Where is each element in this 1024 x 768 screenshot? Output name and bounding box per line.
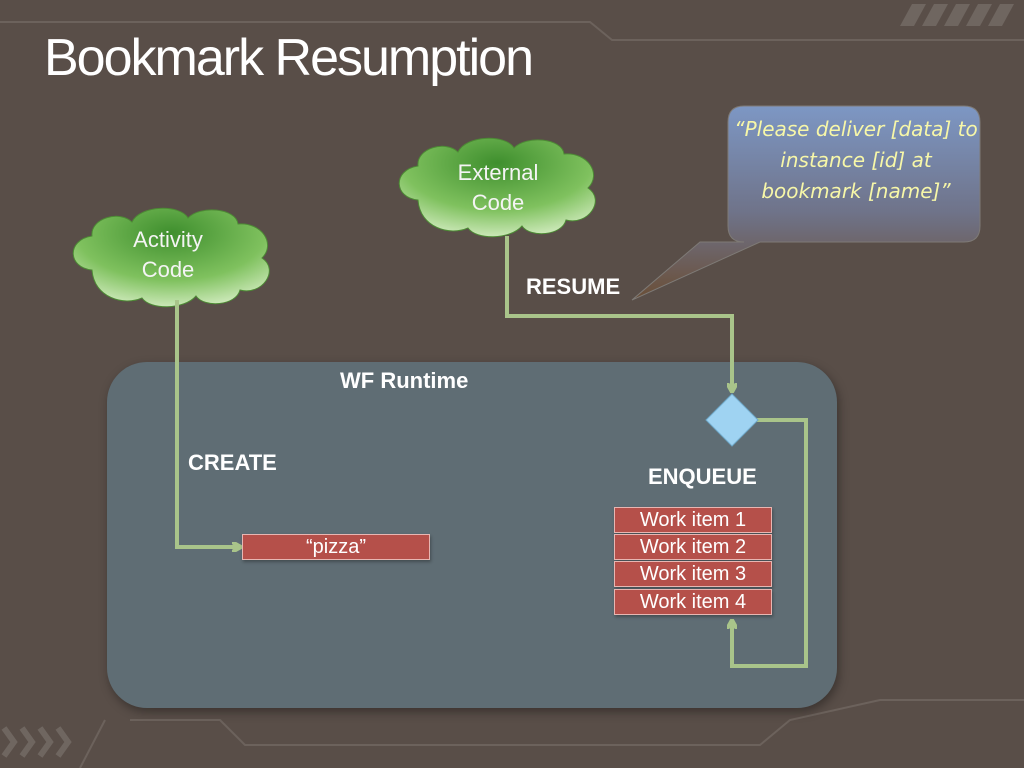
work-item: Work item 3 bbox=[614, 561, 772, 587]
work-item: Work item 4 bbox=[614, 589, 772, 615]
resume-label: RESUME bbox=[526, 274, 621, 299]
enqueue-label: ENQUEUE bbox=[648, 464, 757, 489]
activity-cloud-line1: Activity bbox=[133, 227, 203, 252]
external-cloud-line2: Code bbox=[471, 190, 525, 215]
activity-cloud-icon bbox=[72, 207, 270, 308]
work-item: Work item 1 bbox=[614, 507, 772, 533]
create-arrow bbox=[175, 300, 237, 547]
resume-arrow bbox=[505, 236, 732, 388]
work-item: Work item 2 bbox=[614, 534, 772, 560]
page-title: Bookmark Resumption bbox=[44, 29, 534, 87]
callout-text: “Please deliver [data] to instance [id] … bbox=[734, 117, 978, 203]
activity-cloud-label: Activity Code bbox=[118, 225, 218, 285]
slash-marks-icon bbox=[900, 4, 1014, 26]
external-cloud-icon bbox=[398, 137, 596, 238]
external-cloud-line1: External bbox=[457, 160, 539, 185]
decision-diamond-icon bbox=[705, 393, 759, 447]
decor-line-top bbox=[0, 21, 1024, 41]
decor-line-bottom bbox=[130, 699, 1024, 746]
bookmark-item: “pizza” bbox=[242, 534, 430, 560]
enqueue-arrow bbox=[732, 418, 808, 668]
chevron-marks-icon bbox=[1, 726, 72, 758]
activity-cloud-line2: Code bbox=[141, 257, 195, 282]
create-label: CREATE bbox=[188, 450, 277, 475]
wf-runtime-label: WF Runtime bbox=[340, 368, 469, 393]
external-cloud-label: External Code bbox=[448, 158, 548, 218]
